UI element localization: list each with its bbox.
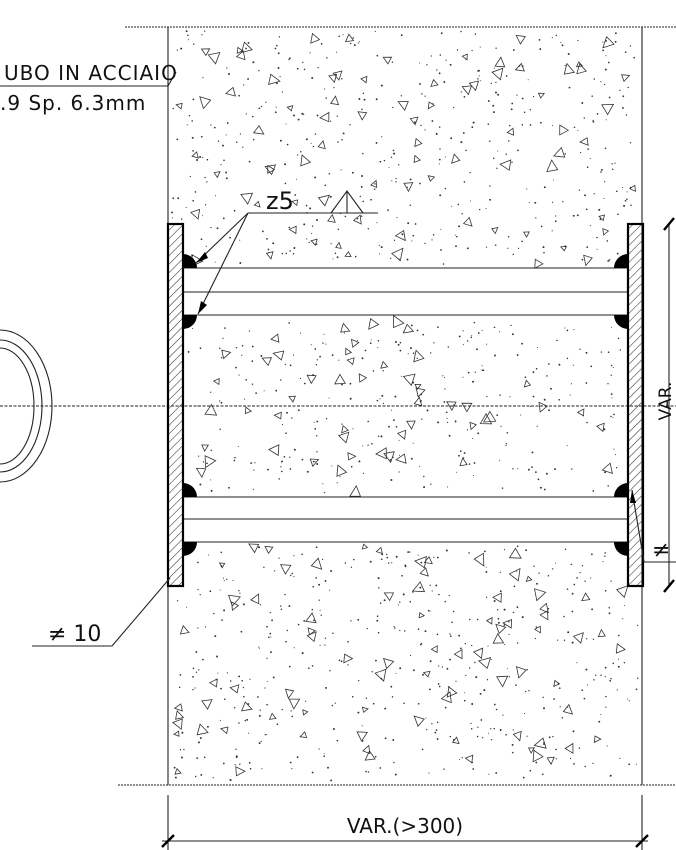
weld-size-text: z5	[266, 187, 294, 215]
bottom-dimension: VAR.(>300)	[161, 795, 649, 850]
plate-thickness-text: ≠ 10	[48, 622, 101, 647]
pipe-label: UBO IN ACCIAIO .9 Sp. 6.3mm	[0, 61, 178, 115]
bottom-dimension-text: VAR.(>300)	[347, 814, 463, 838]
side-dimension: VAR.	[656, 217, 676, 593]
fillet-welds	[183, 254, 628, 556]
end-plate-left	[166, 222, 185, 588]
plate-thickness-label-right: ≠	[630, 489, 676, 563]
concrete-aggregate-pattern	[171, 30, 639, 782]
steel-pipe-upper	[183, 267, 628, 316]
plate-thickness-label-left: ≠ 10	[32, 577, 171, 647]
side-dimension-text: VAR.	[656, 382, 676, 421]
end-plate-right	[626, 222, 645, 588]
pipe-title-text: UBO IN ACCIAIO	[4, 61, 178, 85]
plate-thickness-right-text: ≠	[652, 538, 670, 563]
steel-pipe-lower	[183, 496, 628, 543]
pipe-spec-text: .9 Sp. 6.3mm	[0, 91, 146, 115]
pipe-cross-section	[0, 329, 53, 483]
weld-symbol: z5	[195, 187, 378, 315]
